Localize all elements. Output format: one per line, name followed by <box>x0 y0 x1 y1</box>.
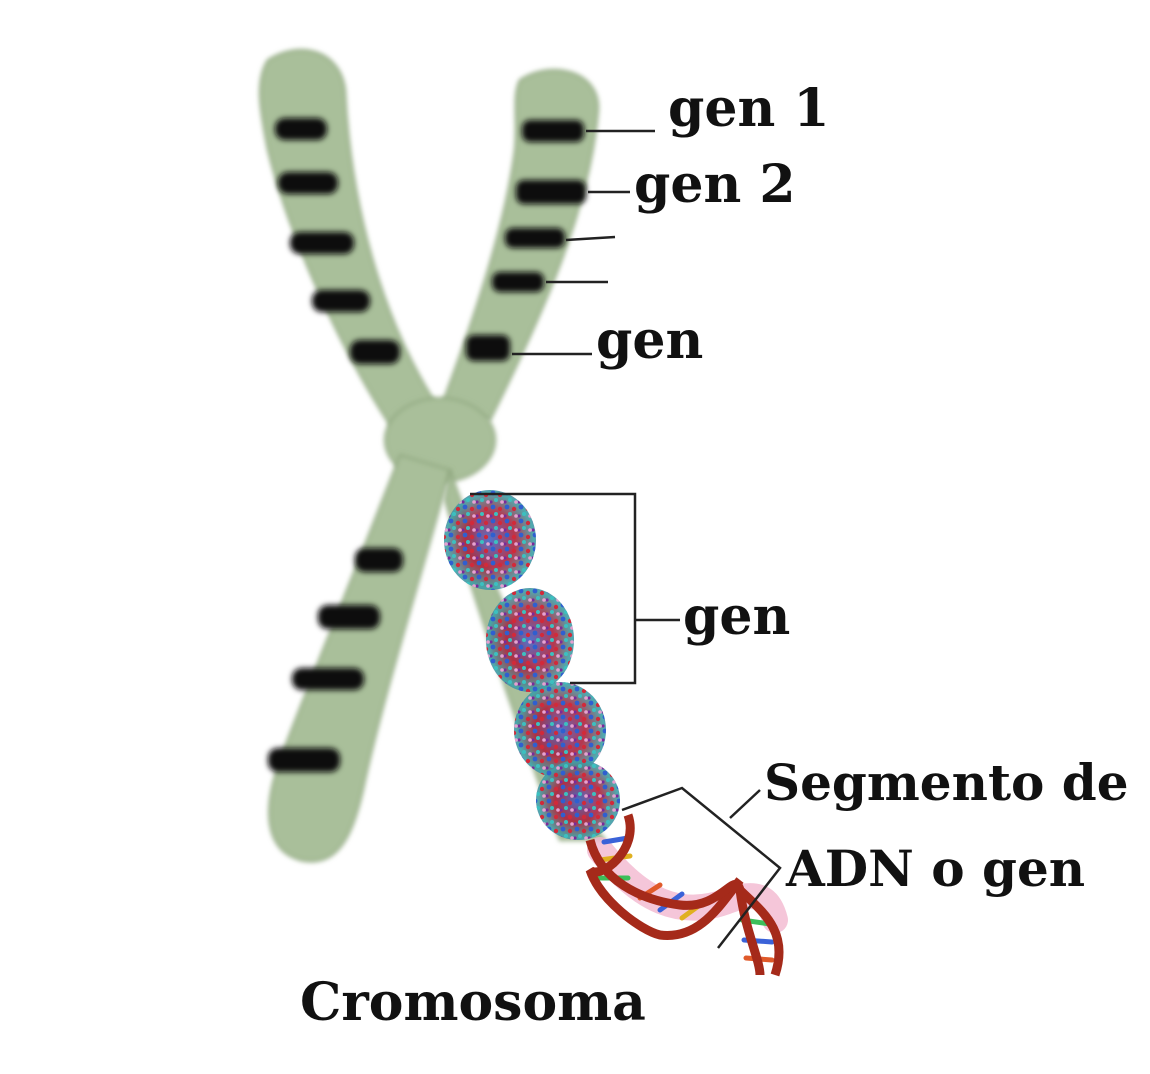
label-dna-segment-line2: ADN o gen <box>785 839 1085 898</box>
band <box>278 172 338 194</box>
leader-lines <box>470 129 782 949</box>
coil-loop <box>444 490 536 590</box>
band <box>268 748 340 772</box>
band <box>355 548 403 572</box>
label-gen: gen <box>596 310 703 371</box>
band <box>492 272 544 292</box>
chromatin-coil <box>444 490 620 840</box>
dna-helix <box>585 813 788 977</box>
band <box>505 228 565 248</box>
label-chromosome: Cromosoma <box>300 972 646 1033</box>
band <box>522 120 584 142</box>
band <box>312 290 370 312</box>
label-gen-2: gen 2 <box>634 154 796 215</box>
dna-backbone-strand <box>585 813 744 940</box>
leader-unlabeled <box>565 235 616 242</box>
label-gen-1: gen 1 <box>668 78 830 139</box>
dna-backbone-strand <box>736 886 784 977</box>
chromatid-lower-left <box>268 453 452 863</box>
leader-dna-segment <box>729 789 761 819</box>
band <box>516 180 586 204</box>
dna-segment-bracket <box>621 786 782 949</box>
band <box>292 668 364 690</box>
label-dna-segment-line1: Segmento de <box>764 753 1129 812</box>
labels: gen 1 gen 2 gen gen Segmento de ADN o ge… <box>300 78 1129 1033</box>
gene-bracket <box>470 492 637 685</box>
coil-loop <box>536 760 620 840</box>
band <box>466 335 510 361</box>
label-gen-bracket: gen <box>683 586 790 647</box>
band <box>318 605 380 629</box>
chromosome-bands <box>268 118 586 772</box>
dna-backbone-strand <box>585 838 765 976</box>
band <box>275 118 327 140</box>
band <box>290 232 354 254</box>
band <box>350 340 400 364</box>
coil-loop <box>514 682 606 778</box>
coil-loop <box>486 588 574 692</box>
